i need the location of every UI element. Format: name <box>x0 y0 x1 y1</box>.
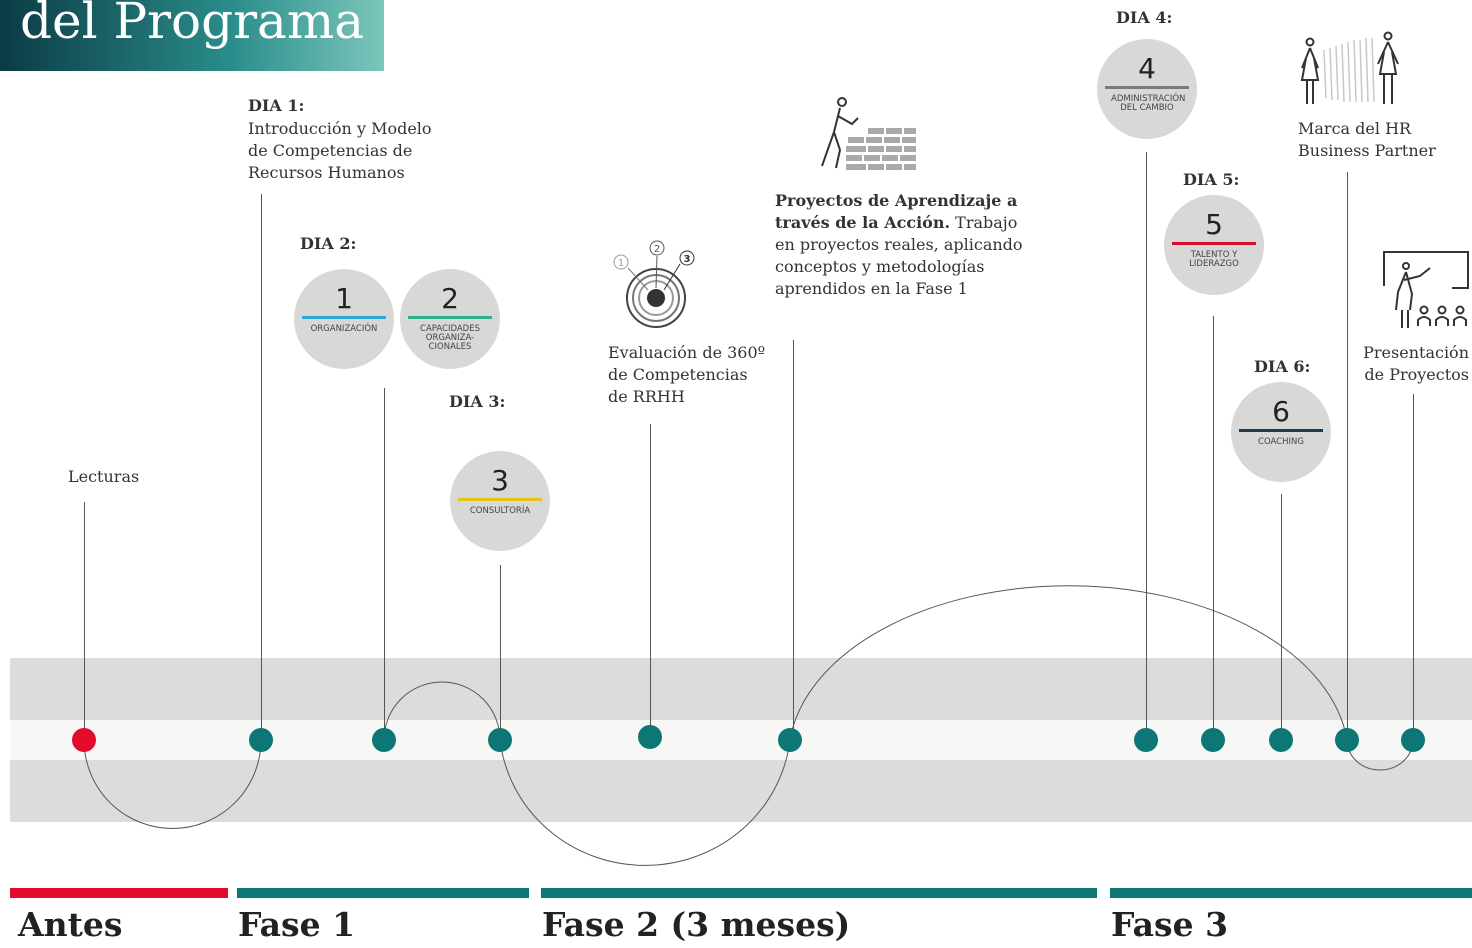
phase-label-fase3: Fase 3 <box>1111 905 1229 944</box>
phase-bar-fase1 <box>237 888 529 898</box>
module-color-bar <box>1105 86 1189 89</box>
module-circle-2: 2 CAPACIDADES ORGANIZA- CIONALES <box>400 269 500 369</box>
line-dia3 <box>500 565 501 740</box>
day-label-4: DIA 4: <box>1116 8 1173 27</box>
target-step-1: 1 <box>618 258 624 269</box>
line-dia6 <box>1281 494 1282 740</box>
line-lecturas <box>84 502 85 740</box>
module-label: CONSULTORÍA <box>469 506 531 516</box>
line-presentacion <box>1413 394 1414 740</box>
module-circle-3: 3 CONSULTORÍA <box>450 451 550 551</box>
module-color-bar <box>408 316 492 319</box>
label-evaluacion: Evaluación de 360º de Competencias de RR… <box>608 343 766 406</box>
timeline-dot-marca <box>1335 728 1359 752</box>
timeline-dot-dia5 <box>1201 728 1225 752</box>
target-icon: 1 2 3 <box>613 240 695 328</box>
people-row-icon <box>1300 31 1399 104</box>
label-presentacion: Presentación de Proyectos <box>1363 343 1469 384</box>
module-circle-5: 5 TALENTO Y LIDERAZGO <box>1164 195 1264 295</box>
timeline-dot-lecturas <box>72 728 96 752</box>
phase-bar-fase2 <box>541 888 1097 898</box>
line-evaluacion <box>650 424 651 740</box>
timeline-dot-dia1 <box>249 728 273 752</box>
presenter-board-icon <box>1383 251 1469 328</box>
module-color-bar <box>458 498 542 501</box>
timeline-dot-presentacion <box>1401 728 1425 752</box>
module-number: 2 <box>441 282 459 315</box>
phase-label-fase2: Fase 2 (3 meses) <box>542 905 851 944</box>
target-step-3: 3 <box>684 254 691 265</box>
line-dia4 <box>1146 152 1147 740</box>
label-dia1-description: Introducción y Modelo de Competencias de… <box>248 119 432 182</box>
timeline-dot-dia4 <box>1134 728 1158 752</box>
module-label: ADMINISTRACIÓN DEL CAMBIO <box>1111 94 1186 113</box>
timeline-dot-dia3 <box>488 728 512 752</box>
line-dia5 <box>1213 316 1214 740</box>
line-marca <box>1347 172 1348 740</box>
module-circle-6: 6 COACHING <box>1231 382 1331 482</box>
day-label-5: DIA 5: <box>1183 170 1240 189</box>
day-label-2: DIA 2: <box>300 234 357 253</box>
day-label-3: DIA 3: <box>449 392 506 411</box>
module-label: TALENTO Y LIDERAZGO <box>1189 250 1239 269</box>
timeline-band-bottom <box>10 760 1472 822</box>
module-color-bar <box>1172 242 1256 245</box>
builder-wall-icon <box>821 97 916 170</box>
module-number: 3 <box>491 464 509 497</box>
module-color-bar <box>1239 429 1323 432</box>
module-circle-1: 1 ORGANIZACIÓN <box>294 269 394 369</box>
label-proyectos: Proyectos de Aprendizaje a través de la … <box>775 190 1025 300</box>
phase-label-fase1: Fase 1 <box>238 905 356 944</box>
phase-bar-antes <box>10 888 228 898</box>
module-number: 6 <box>1272 395 1290 428</box>
label-proyectos-title: Proyectos de Aprendizaje a través de la … <box>775 191 1018 232</box>
timeline-dot-dia2 <box>372 728 396 752</box>
label-proyectos-text: Trabajo en proyectos reales, aplicando c… <box>775 213 1023 298</box>
phase-bar-fase3 <box>1110 888 1472 898</box>
module-number: 1 <box>335 282 353 315</box>
timeline-dot-evaluacion <box>638 725 662 749</box>
label-marca: Marca del HR Business Partner <box>1298 119 1436 160</box>
module-color-bar <box>302 316 386 319</box>
title-banner <box>0 0 384 71</box>
module-number: 4 <box>1138 52 1156 85</box>
line-proyectos <box>793 340 794 740</box>
module-label: COACHING <box>1258 437 1304 447</box>
line-dia2 <box>384 388 385 740</box>
timeline-dot-proyectos <box>778 728 802 752</box>
phase-label-antes: Antes <box>18 905 123 944</box>
day-label-6: DIA 6: <box>1254 357 1311 376</box>
module-number: 5 <box>1205 208 1223 241</box>
label-lecturas: Lecturas <box>68 467 140 486</box>
target-step-2: 2 <box>654 244 660 255</box>
module-label: CAPACIDADES ORGANIZA- CIONALES <box>420 324 480 352</box>
line-dia1 <box>261 194 262 740</box>
timeline-dot-dia6 <box>1269 728 1293 752</box>
module-circle-4: 4 ADMINISTRACIÓN DEL CAMBIO <box>1097 39 1197 139</box>
timeline-band-top <box>10 658 1472 720</box>
page-title: del Programa <box>20 0 365 50</box>
day-label-1: DIA 1: <box>248 96 305 115</box>
module-label: ORGANIZACIÓN <box>310 324 378 334</box>
label-presentacion-wrap: Presentación de Proyectos <box>1349 342 1472 386</box>
